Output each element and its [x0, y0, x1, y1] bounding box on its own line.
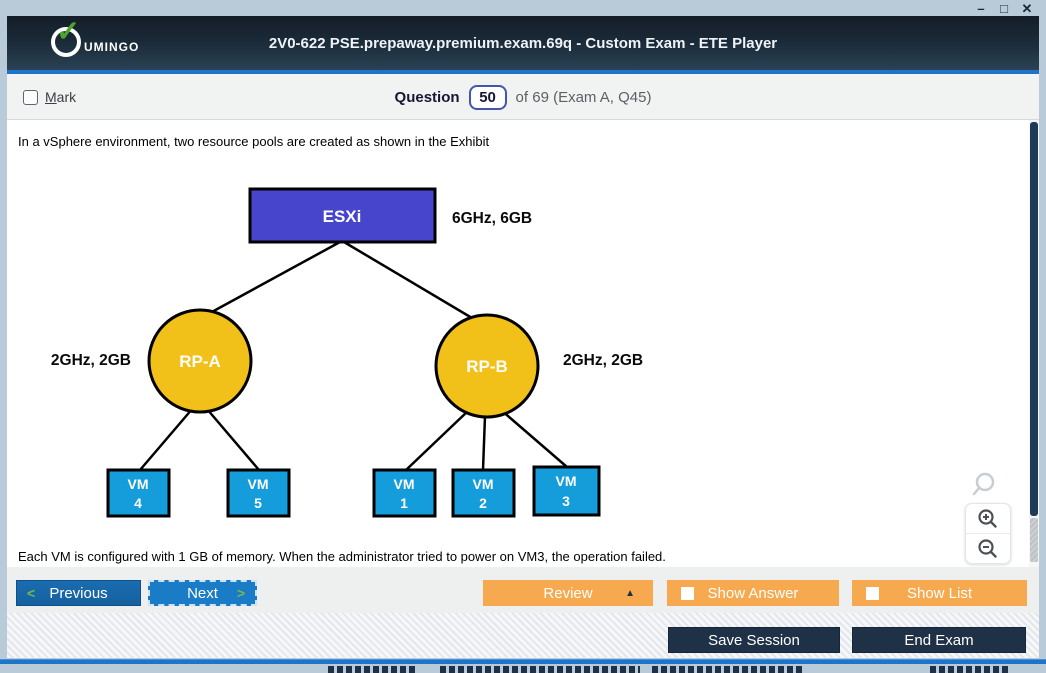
maximize-icon[interactable]: □: [1000, 1, 1008, 16]
esxi-node: [248, 187, 437, 244]
chevron-left-icon: <: [27, 585, 36, 601]
previous-button-label: Previous: [49, 584, 108, 602]
vm-node: VM 2: [451, 468, 516, 518]
pool-rpa-label: RP-A: [179, 352, 221, 371]
vm5-label-line2: 5: [254, 495, 262, 511]
pool-rpb-node: [434, 313, 540, 419]
next-button[interactable]: Next >: [148, 580, 257, 606]
end-exam-button[interactable]: End Exam: [852, 627, 1026, 653]
vm4-label-line2: 4: [134, 495, 142, 511]
save-session-label: Save Session: [708, 631, 800, 649]
scrollbar-thumb[interactable]: [1030, 122, 1038, 516]
mark-label: Mark: [45, 89, 77, 105]
clipped-background-text: [440, 666, 640, 673]
show-list-checkbox[interactable]: [866, 586, 879, 600]
show-answer-button[interactable]: Show Answer: [667, 580, 839, 606]
logo-circle-icon: ✓: [51, 18, 81, 57]
show-list-button[interactable]: Show List: [852, 580, 1027, 606]
pool-rpb-label: RP-B: [466, 357, 508, 376]
save-session-button[interactable]: Save Session: [668, 627, 840, 653]
clipped-background-text: [652, 666, 802, 673]
checkmark-icon: ✓: [56, 16, 81, 48]
zoom-in-button[interactable]: [966, 504, 1010, 534]
vm-node: VM 3: [532, 465, 601, 517]
vm4-label-line1: VM: [128, 476, 149, 492]
vm5-label-line1: VM: [248, 476, 269, 492]
pool-rpa-node: [147, 308, 253, 414]
question-content: In a vSphere environment, two resource p…: [7, 120, 1029, 567]
caret-up-icon: ▲: [625, 587, 635, 599]
chevron-right-icon: >: [236, 585, 245, 601]
title-bar: ✓ UMINGO 2V0-622 PSE.prepaway.premium.ex…: [7, 16, 1039, 70]
vm-node: VM 5: [226, 468, 291, 518]
vm1-label-line2: 1: [400, 495, 408, 511]
zoom-out-icon: [978, 538, 997, 558]
question-bar: Mark Question 50 of 69 (Exam A, Q45): [7, 74, 1039, 120]
zoom-panel: [965, 503, 1011, 564]
next-button-label: Next: [187, 584, 218, 602]
vumingo-logo: ✓ UMINGO: [51, 18, 140, 57]
scrollbar-track[interactable]: [1030, 518, 1038, 562]
show-list-label: Show List: [906, 584, 973, 602]
tree-edges: [139, 240, 568, 471]
mark-checkbox-group[interactable]: Mark: [23, 74, 76, 120]
question-word: Question: [394, 88, 460, 106]
vm4-box: [106, 468, 171, 518]
vm1-label-line1: VM: [394, 476, 415, 492]
magnifier-icon: [972, 472, 995, 496]
clipped-background-text: [930, 666, 1010, 673]
show-answer-checkbox[interactable]: [681, 586, 694, 600]
window-controls: – □ ✕: [974, 2, 1034, 16]
mark-checkbox[interactable]: [23, 89, 38, 105]
vm5-box: [226, 468, 291, 518]
vm3-label-line2: 3: [562, 493, 570, 509]
review-button-label: Review: [543, 584, 593, 602]
minimize-icon[interactable]: –: [977, 1, 985, 16]
question-note-text: Each VM is configured with 1 GB of memor…: [18, 549, 666, 564]
vm-node: VM 1: [372, 468, 437, 518]
pool-rpa-annotation: 2GHz, 2GB: [51, 352, 131, 369]
pool-rpb-annotation: 2GHz, 2GB: [563, 352, 643, 369]
vm2-box: [451, 468, 516, 518]
exhibit-diagram: ESXi 6GHz, 6GB RP-A 2GHz, 2GB RP-B 2GHz,…: [51, 187, 643, 518]
close-icon[interactable]: ✕: [1021, 1, 1033, 16]
question-position: Question 50 of 69 (Exam A, Q45): [7, 74, 1039, 120]
window-title: 2V0-622 PSE.prepaway.premium.exam.69q - …: [268, 34, 778, 52]
previous-button[interactable]: < Previous: [16, 580, 141, 606]
question-number-box[interactable]: 50: [468, 84, 507, 110]
show-answer-label: Show Answer: [707, 584, 799, 602]
clipped-background-text: [328, 666, 416, 673]
vm2-label-line1: VM: [473, 476, 494, 492]
zoom-in-icon: [978, 508, 997, 528]
vm3-box: [532, 465, 601, 517]
accent-line-bottom: [0, 659, 1046, 664]
vm-node: VM 4: [106, 468, 171, 518]
logo-brand-text: UMINGO: [84, 40, 140, 54]
vm3-label-line1: VM: [556, 473, 577, 489]
esxi-annotation: 6GHz, 6GB: [452, 210, 532, 227]
vm1-box: [372, 468, 437, 518]
vertical-scrollbar[interactable]: [1029, 120, 1039, 567]
end-exam-label: End Exam: [904, 631, 974, 649]
review-button[interactable]: Review ▲: [483, 580, 653, 606]
accent-line-top: [7, 70, 1039, 74]
esxi-label: ESXi: [323, 207, 362, 226]
question-count-text: of 69 (Exam A, Q45): [515, 88, 652, 106]
vm2-label-line2: 2: [479, 495, 487, 511]
question-intro-text: In a vSphere environment, two resource p…: [18, 134, 490, 149]
zoom-out-button[interactable]: [966, 534, 1010, 563]
